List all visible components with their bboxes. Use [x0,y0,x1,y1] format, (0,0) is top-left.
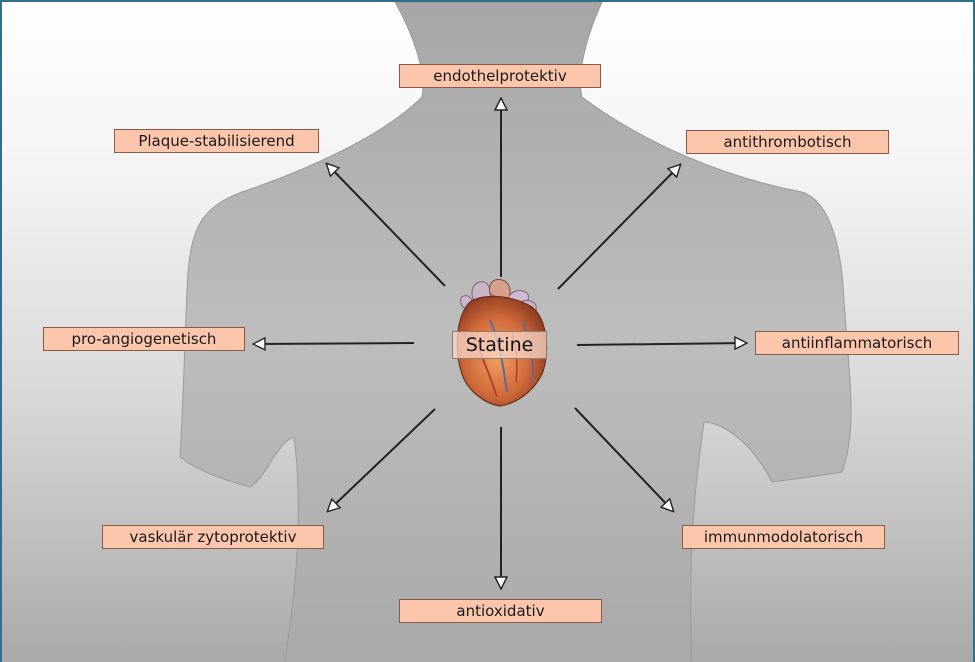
effect-label-top-left: Plaque-stabilisierend [114,129,319,153]
effect-label-bottom: antioxidativ [399,599,602,623]
arrow-left [254,343,414,344]
effect-label-bottom-left: vaskulär zytoprotektiv [102,525,324,549]
effect-label-top-right: antithrombotisch [686,130,889,154]
center-label: Statine [452,331,547,359]
effect-label-top: endothelprotektiv [399,64,601,88]
effect-label-bottom-right: immunmodolatorisch [682,525,885,549]
effect-label-left: pro-angiogenetisch [43,327,245,351]
effect-label-right: antiinflammatorisch [755,331,959,355]
